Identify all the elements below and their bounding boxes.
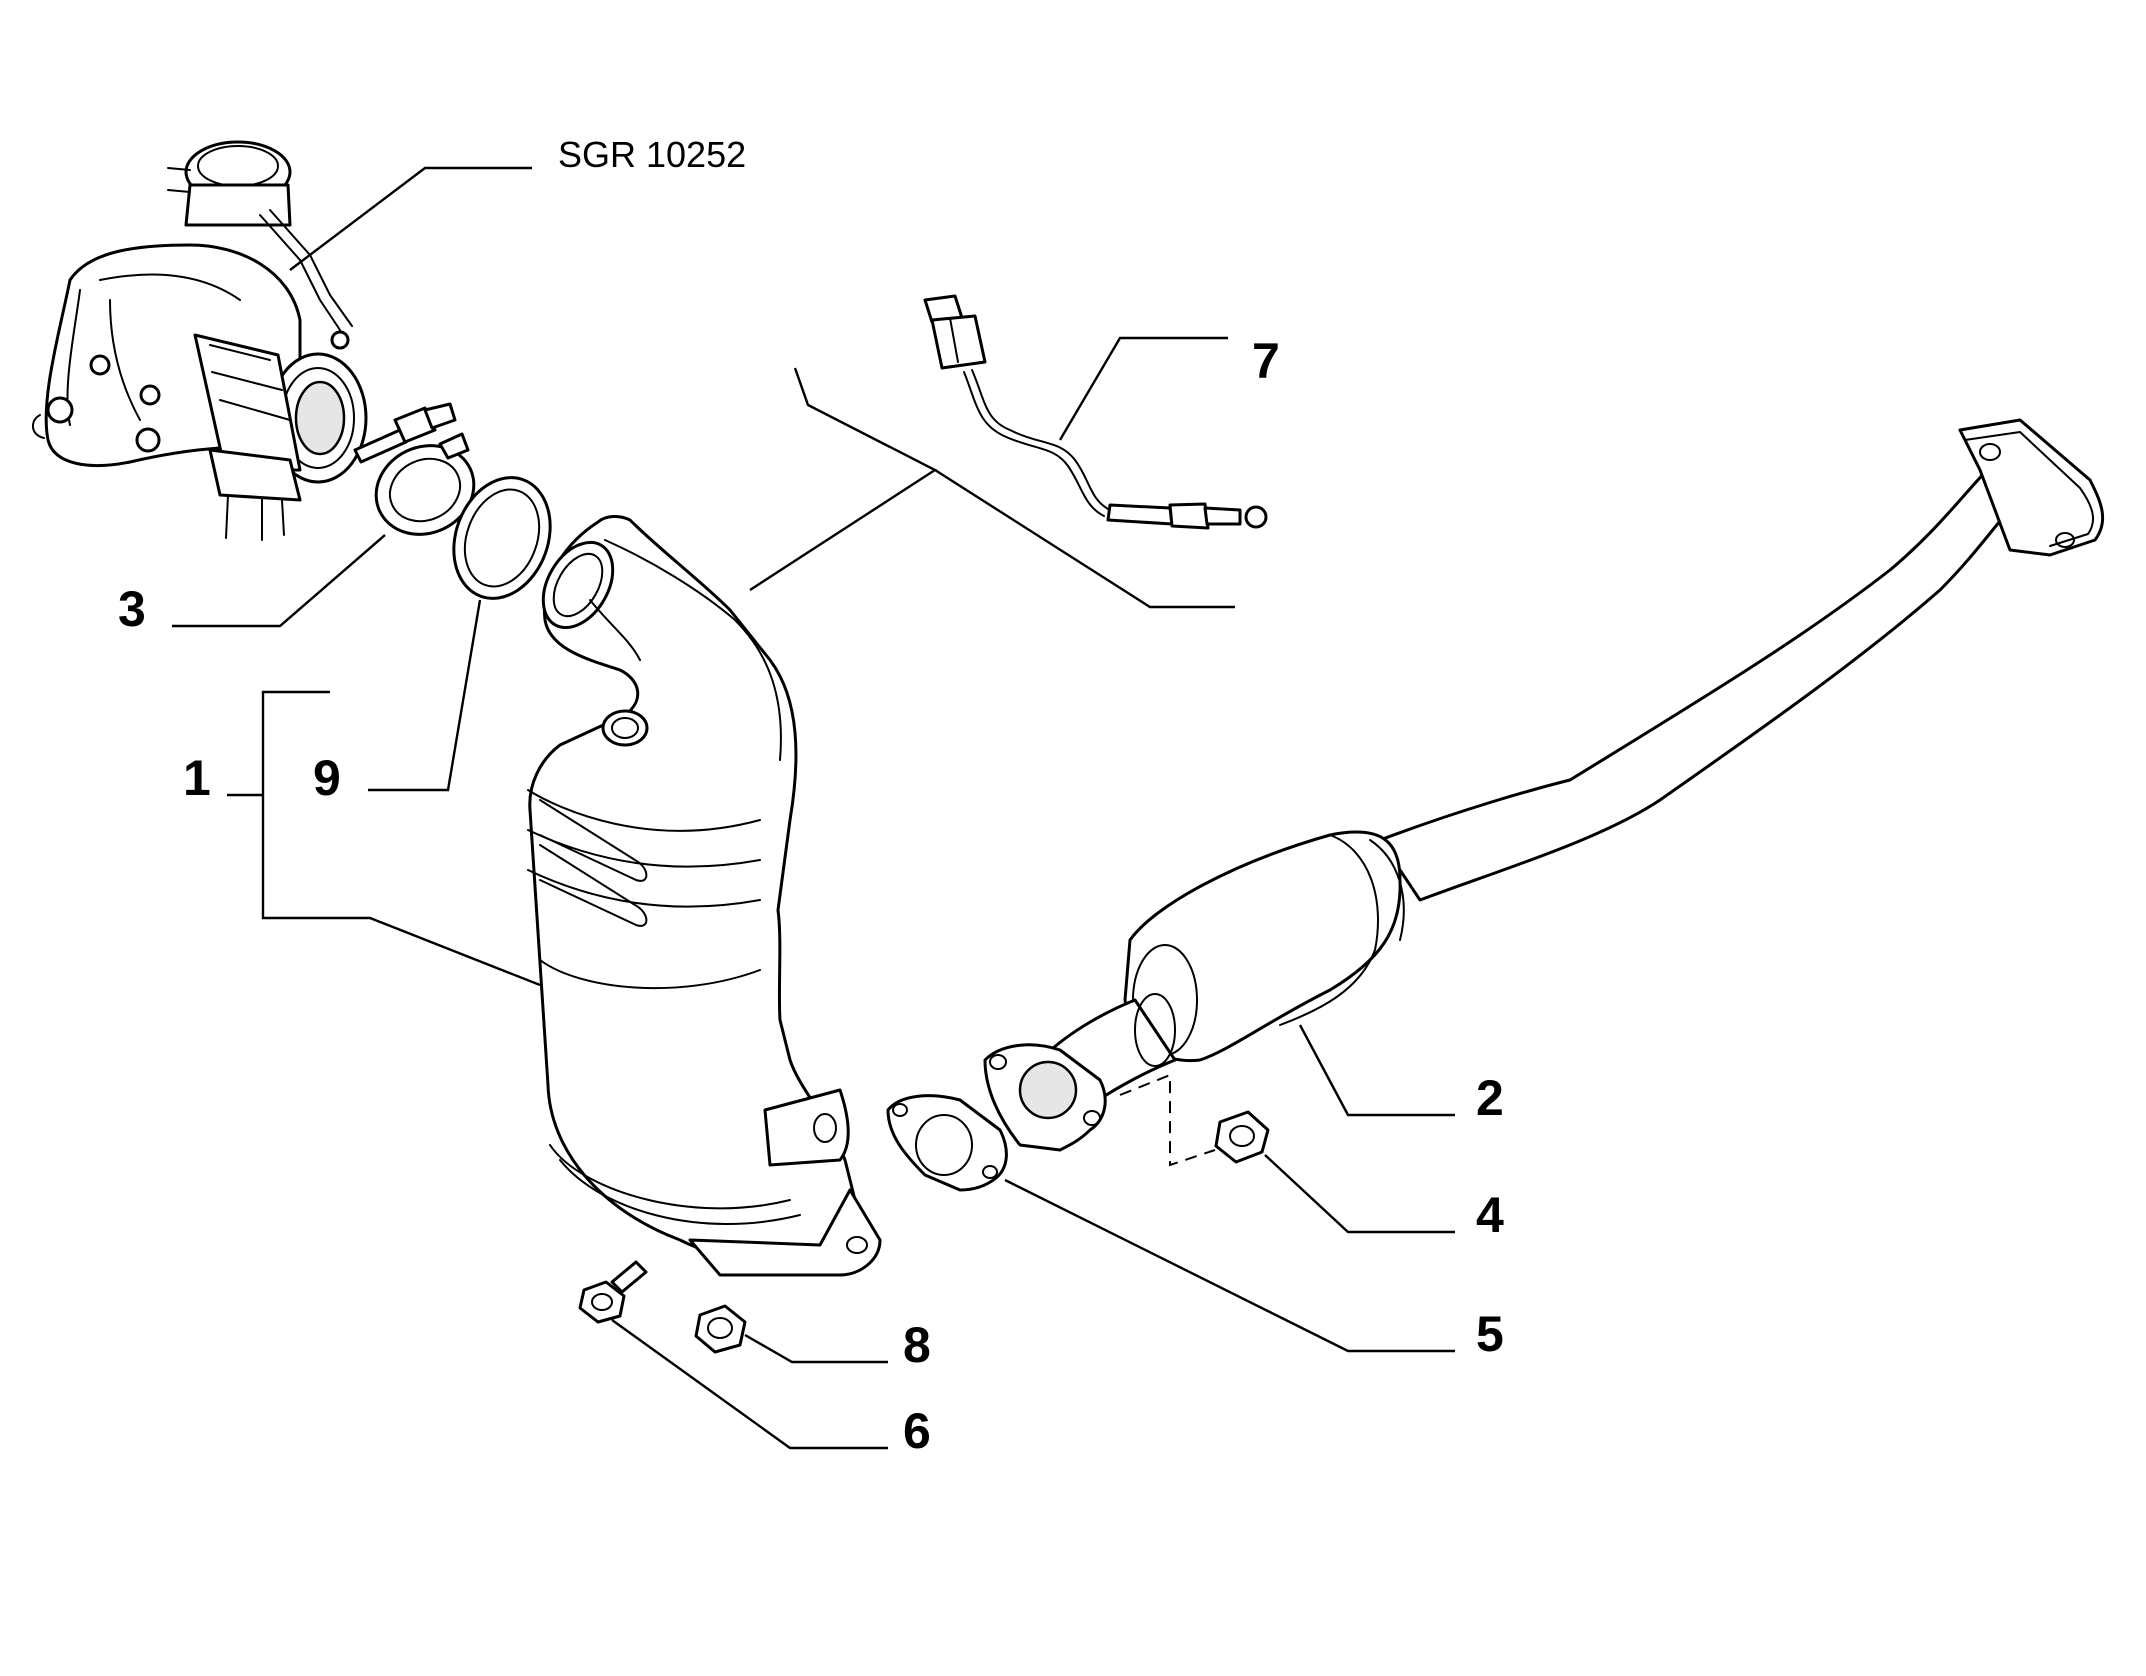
flange-gasket-icon: [886, 1094, 1008, 1192]
callout-4: 4: [1476, 1187, 1504, 1243]
callout-5: 5: [1476, 1306, 1504, 1362]
gasket-ring-icon: [452, 476, 552, 600]
callout-6: 6: [903, 1403, 931, 1459]
catalytic-converter-icon: [527, 515, 882, 1277]
callout-2: 2: [1476, 1070, 1504, 1126]
lambda-sensor-icon: [923, 294, 1268, 530]
callout-3: 3: [118, 581, 146, 637]
callout-9: 9: [313, 750, 341, 806]
flange-bolt-icon: [578, 1260, 648, 1324]
stud-icon: [353, 402, 457, 464]
turbocharger-icon: [32, 140, 368, 541]
flange-nut-icon: [1214, 1110, 1270, 1164]
assembly-dashed-line: [1119, 1073, 1216, 1167]
callout-7: 7: [1252, 333, 1280, 389]
clamp-icon: [374, 432, 476, 536]
leader-lines: [172, 166, 1455, 1450]
nut-8-icon: [694, 1304, 747, 1354]
reference-label: SGR 10252: [558, 134, 746, 175]
callout-1: 1: [183, 750, 211, 806]
callout-8: 8: [903, 1317, 931, 1373]
exhaust-pipe-icon: [983, 418, 2105, 1152]
